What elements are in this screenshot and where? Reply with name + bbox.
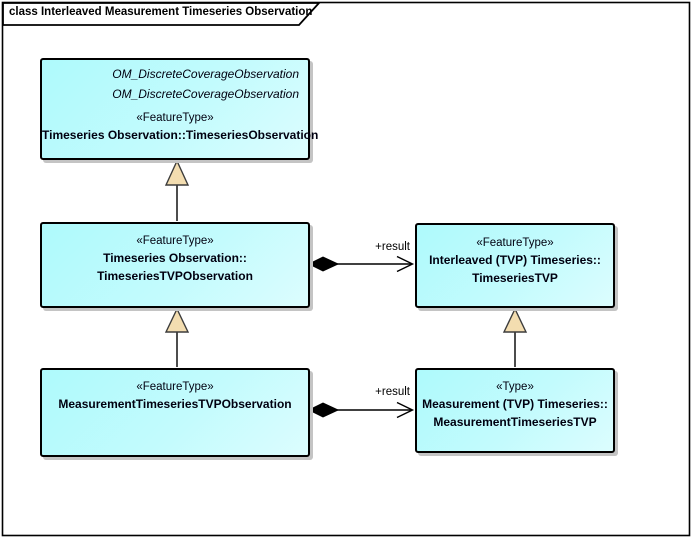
parent-class-label: OM_DiscreteCoverageObservation	[112, 87, 299, 101]
stereotype-label: «FeatureType»	[476, 237, 554, 249]
class-timeseries-observation[interactable]: OM_DiscreteCoverageObservation OM_Discre…	[40, 58, 319, 160]
class-name-label: MeasurementTimeseriesTVP	[433, 415, 597, 429]
composition-diamond-icon	[307, 256, 340, 272]
class-measurement-timeseries-tvp[interactable]: «Type» Measurement (TVP) Timeseries:: Me…	[415, 368, 615, 453]
open-arrowhead-icon	[396, 255, 415, 273]
class-timeseries-tvp-observation[interactable]: «FeatureType» Timeseries Observation:: T…	[40, 222, 310, 308]
generalization-triangle-icon	[164, 159, 190, 186]
class-name-label: Timeseries Observation::TimeseriesObserv…	[42, 128, 319, 142]
generalization-triangle-icon	[502, 307, 528, 333]
class-name-label: Timeseries Observation::	[103, 251, 247, 265]
class-name-label: MeasurementTimeseriesTVPObservation	[58, 397, 292, 411]
stereotype-label: «FeatureType»	[136, 381, 214, 393]
open-arrowhead-icon	[396, 401, 415, 419]
class-name-label: TimeseriesTVP	[472, 271, 558, 285]
parent-class-label: OM_DiscreteCoverageObservation	[112, 67, 299, 81]
class-name-label: Interleaved (TVP) Timeseries::	[429, 253, 601, 267]
association-role-label-result-top: +result	[375, 241, 410, 253]
class-name-label: TimeseriesTVPObservation	[97, 269, 253, 283]
stereotype-label: «Type»	[496, 381, 534, 393]
class-timeseries-tvp[interactable]: «FeatureType» Interleaved (TVP) Timeseri…	[415, 223, 615, 308]
composition-diamond-icon	[307, 402, 340, 418]
stereotype-label: «FeatureType»	[136, 235, 214, 247]
class-name-label: Measurement (TVP) Timeseries::	[422, 397, 608, 411]
stereotype-label: «FeatureType»	[136, 112, 214, 124]
class-measurement-timeseries-tvp-observation[interactable]: «FeatureType» MeasurementTimeseriesTVPOb…	[40, 368, 310, 457]
generalization-triangle-icon	[164, 307, 190, 333]
association-role-label-result-bottom: +result	[375, 386, 410, 398]
frame-title: class Interleaved Measurement Timeseries…	[9, 6, 313, 18]
